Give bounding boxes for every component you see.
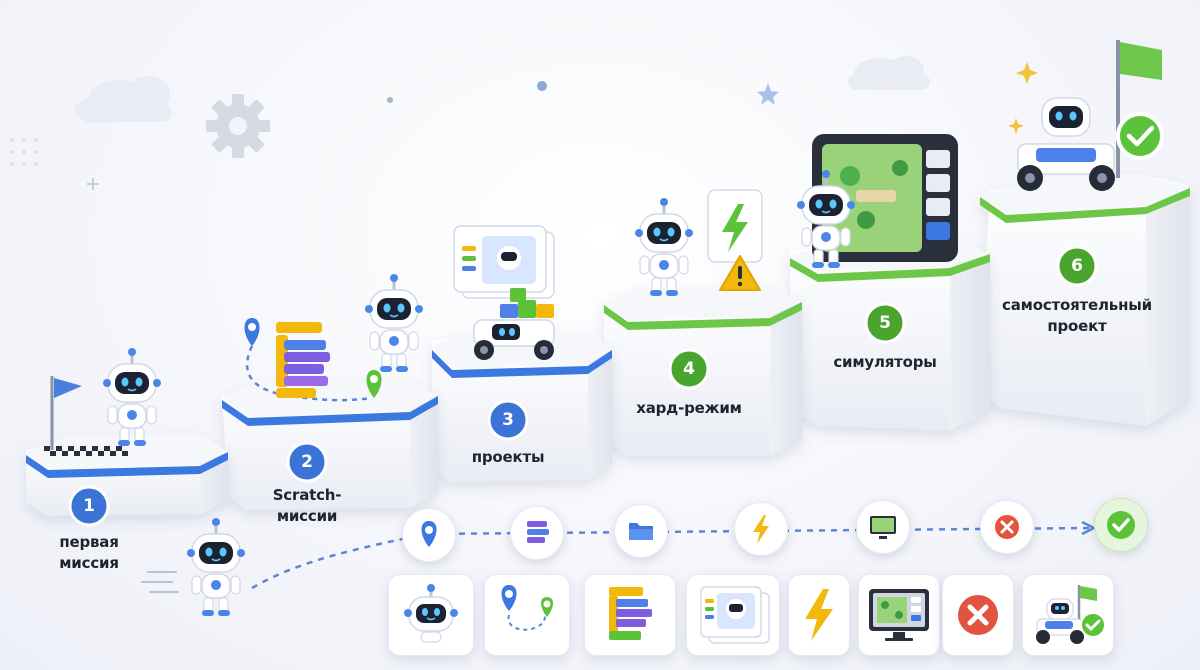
running-robot-icon: [185, 516, 247, 618]
tile-error: [942, 574, 1014, 656]
error-x-icon: [995, 515, 1019, 539]
step-number-5: 5: [879, 313, 891, 333]
robot-icon: [101, 346, 163, 448]
simulator-screen-icon: [870, 516, 896, 539]
step-label-4: хард-режим: [636, 399, 742, 417]
tile-robot: [388, 574, 474, 656]
plus-icon: [87, 178, 99, 190]
step-number-badge-5: [864, 302, 906, 344]
dots-grid-decor: [10, 138, 38, 166]
step-platform-6: [978, 174, 1190, 426]
sparkle-icon: [1008, 118, 1024, 134]
star-icon: [757, 83, 779, 105]
location-pin-icon: [244, 318, 260, 346]
progress-node-simulator: [856, 500, 910, 554]
project-cards-icon: [453, 225, 555, 299]
gear-icon: [206, 94, 270, 158]
step-number-2: 2: [301, 452, 313, 472]
lightning-icon: [805, 589, 833, 641]
progress-node-lightning: [734, 502, 788, 556]
step-label-6-line2: проект: [1047, 317, 1107, 335]
folder-icon: [629, 523, 653, 540]
scratch-blocks-icon: [276, 322, 330, 398]
cloud-icon: [848, 56, 930, 90]
building-blocks-decor: [500, 288, 554, 318]
step-number-1: 1: [83, 496, 95, 516]
step-number-badge-2: [286, 441, 328, 483]
progress-node-scratch: [510, 506, 564, 560]
lightning-card-icon: [707, 189, 763, 263]
simulator-monitor-icon: [869, 589, 929, 641]
step-label-2-line2: миссии: [276, 507, 338, 525]
step-number-badge-1: [68, 485, 110, 527]
start-line-decor: [44, 446, 128, 456]
step-platform-2: [222, 380, 438, 510]
step-number-badge-3: [487, 399, 529, 441]
warning-icon: [719, 255, 761, 291]
step-number-badge-6: [1056, 245, 1098, 287]
start-flag-icon: [50, 376, 82, 450]
step-label-2: Scratch- миссии: [252, 485, 362, 527]
sparkle-icon: [1016, 62, 1038, 84]
step-label-6-line1: самостоятельный: [1002, 296, 1152, 314]
step-label-1: первая миссия: [34, 532, 144, 574]
progress-node-location: [402, 508, 456, 562]
route-dashed-path: [245, 345, 373, 402]
progress-node-complete: [1094, 498, 1148, 552]
error-x-icon: [958, 595, 998, 635]
tile-lightning: [788, 574, 850, 656]
lightning-icon: [753, 515, 769, 544]
step-label-2-line1: Scratch-: [272, 486, 342, 504]
scratch-blocks-icon: [609, 587, 652, 640]
location-pin-icon: [421, 521, 437, 547]
tile-simulator: [858, 574, 940, 656]
robot-car-icon: [473, 319, 555, 361]
project-cards-icon: [700, 586, 770, 644]
progress-node-error: [980, 500, 1034, 554]
tile-robot-finish: [1022, 574, 1114, 656]
checkmark-icon: [1116, 112, 1164, 160]
robot-car-icon: [1017, 97, 1115, 191]
step-label-5: симуляторы: [833, 353, 937, 371]
robot-icon: [363, 272, 425, 374]
robot-icon: [633, 196, 695, 298]
step-label-6: самостоятельный проект: [1000, 295, 1154, 337]
step-number-4: 4: [683, 359, 695, 379]
tile-route: [484, 574, 570, 656]
step-label-3: проекты: [471, 448, 545, 466]
step-number-6: 6: [1071, 256, 1083, 276]
cloud-icon: [74, 76, 172, 122]
location-pin-icon: [366, 370, 382, 398]
step-number-badge-4: [668, 348, 710, 390]
dot-decor: [537, 81, 547, 91]
progress-node-folder: [614, 504, 668, 558]
route-pins-icon: [501, 585, 553, 631]
finish-flag-icon: [1116, 40, 1162, 178]
step-number-3: 3: [502, 410, 514, 430]
scratch-blocks-icon: [527, 521, 549, 543]
tile-scratch: [584, 574, 676, 656]
dot-decor: [387, 97, 393, 103]
speed-lines-decor: [141, 571, 179, 593]
robot-finish-icon: [1036, 585, 1106, 644]
step-label-1-line1: первая: [59, 533, 119, 551]
tile-project-cards: [686, 574, 780, 656]
checkmark-icon: [1107, 511, 1135, 539]
step-label-1-line2: миссия: [59, 554, 119, 572]
robot-icon: [404, 584, 458, 643]
